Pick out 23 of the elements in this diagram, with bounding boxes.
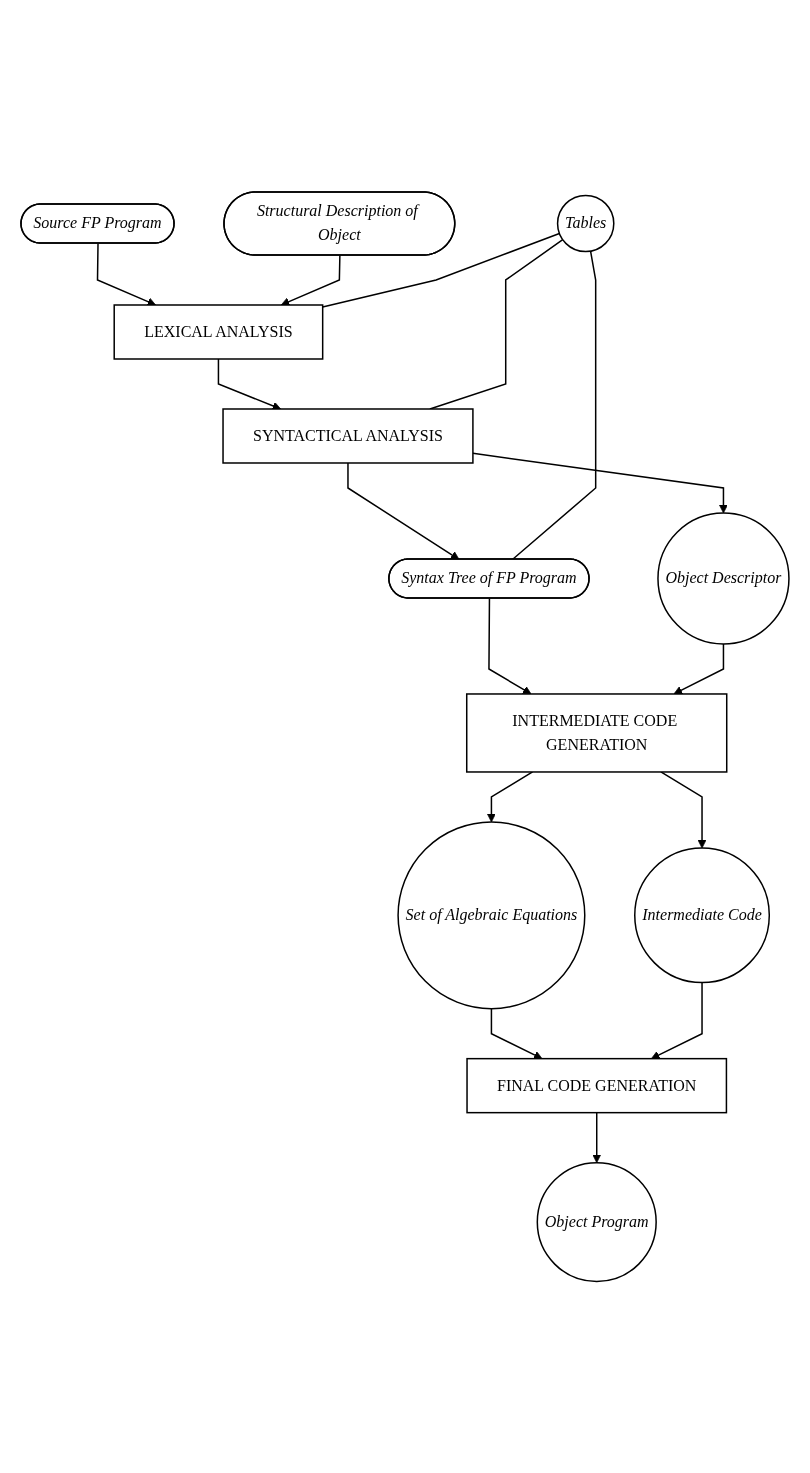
connector	[321, 232, 561, 308]
arrow	[347, 462, 460, 560]
arrow	[490, 1007, 543, 1059]
arrow	[217, 358, 282, 410]
arrow	[592, 1111, 602, 1163]
node-box: INTERMEDIATE CODE GENERATION	[466, 693, 728, 773]
arrow	[487, 771, 534, 823]
arrow	[673, 643, 725, 695]
arrow	[472, 452, 728, 514]
arrow	[488, 597, 532, 695]
arrow	[660, 771, 707, 849]
node-box: LEXICAL ANALYSIS	[113, 304, 324, 360]
connector	[511, 250, 597, 560]
node-box: FINAL CODE GENERATION	[466, 1057, 728, 1114]
node-circle: Set of Algebraic Equations	[397, 821, 586, 1010]
node-circle: Tables	[556, 194, 615, 253]
node-circle: Object Program	[536, 1161, 657, 1282]
node-circle: Object Descriptor	[657, 512, 790, 645]
arrow	[651, 981, 703, 1059]
arrow	[280, 254, 341, 306]
node-circle: Intermediate Code	[634, 847, 771, 984]
arrow	[96, 242, 157, 306]
node-box: SYNTACTICAL ANALYSIS	[222, 408, 474, 464]
